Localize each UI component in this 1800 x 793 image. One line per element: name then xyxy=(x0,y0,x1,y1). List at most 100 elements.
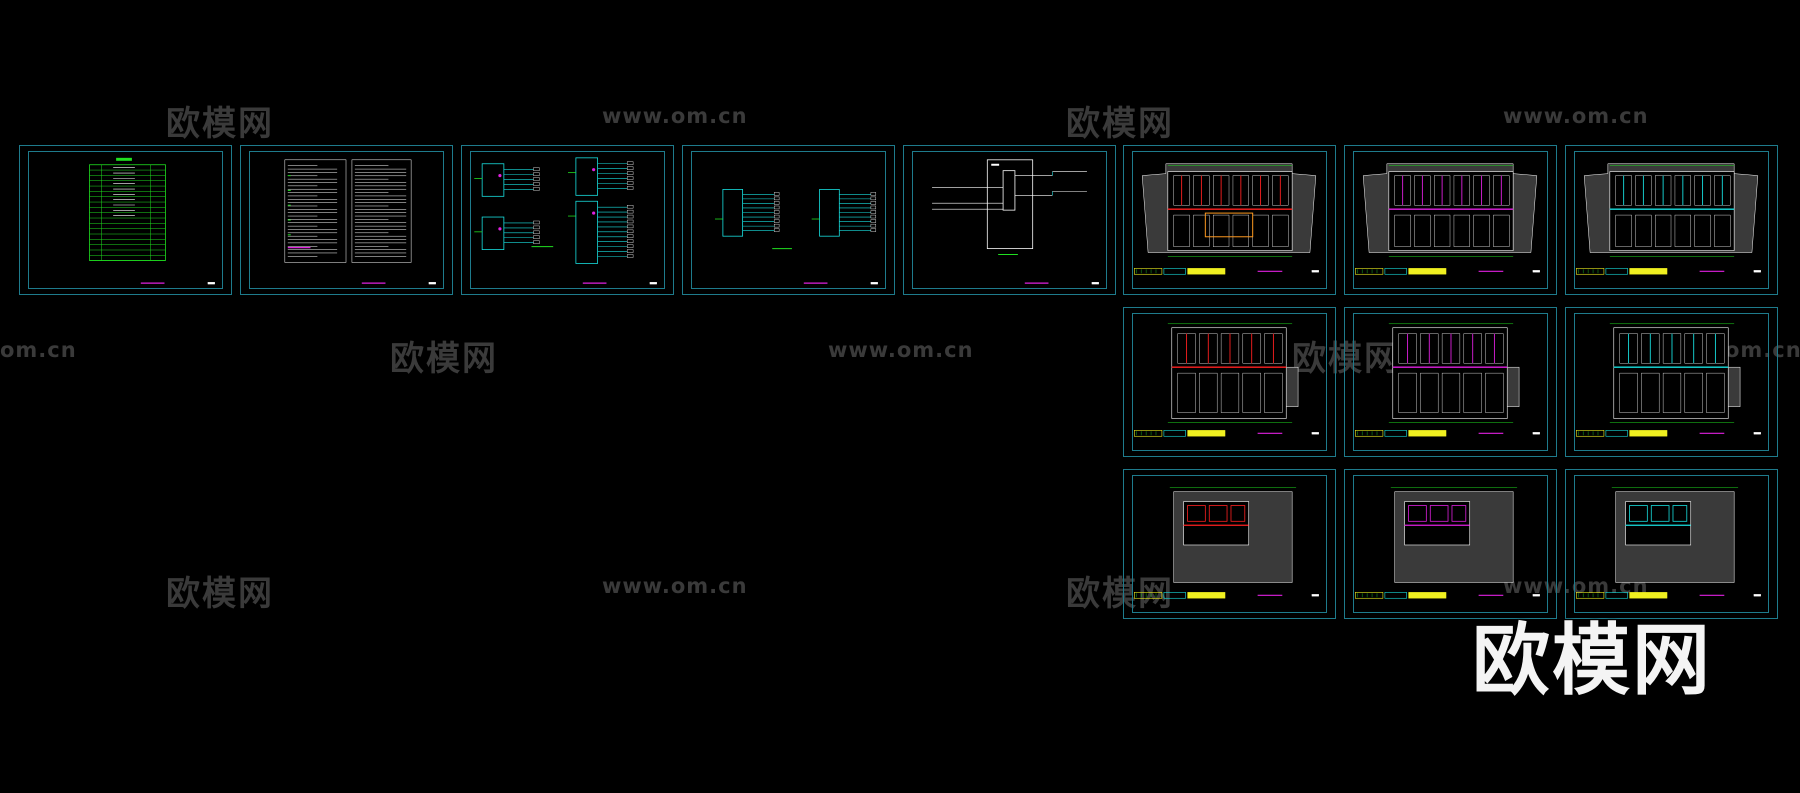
sheet-frame xyxy=(249,151,444,289)
drawing-shape xyxy=(1420,372,1439,413)
drawing-sheet-system-diagram-2[interactable] xyxy=(682,145,895,295)
drawing-shape xyxy=(626,181,634,185)
drawing-shape xyxy=(1388,171,1514,251)
sheet-frame xyxy=(1353,151,1548,289)
drawing-sheet-plan-1-red[interactable] xyxy=(1123,145,1336,295)
drawing-shape xyxy=(773,214,780,219)
drawing-shape xyxy=(1199,372,1218,413)
drawing-shape xyxy=(819,189,840,237)
drawing-shape xyxy=(1220,372,1240,413)
drawing-shape xyxy=(1532,270,1540,273)
drawing-shape xyxy=(626,234,634,238)
drawing-shape xyxy=(533,235,540,239)
drawing-sheet-plan-3-cyan[interactable] xyxy=(1565,469,1778,619)
drawing-shape xyxy=(1311,270,1319,273)
drawing-shape xyxy=(649,282,657,285)
sheet-drawing xyxy=(714,189,878,285)
drawing-shape xyxy=(986,159,1034,250)
sheet-drawing xyxy=(1575,487,1761,599)
drawing-sheet-design-notes[interactable] xyxy=(240,145,453,295)
drawing-shape xyxy=(1605,430,1628,437)
drawing-sheet-plan-2-red[interactable] xyxy=(1123,307,1336,457)
sheet-drawing xyxy=(1133,487,1319,599)
drawing-shape xyxy=(533,167,540,171)
drawing-sheet-equipment-table[interactable] xyxy=(19,145,232,295)
drawing-shape xyxy=(773,201,780,205)
drawing-shape xyxy=(773,219,780,223)
drawing-shape xyxy=(1727,366,1741,407)
drawing-shape xyxy=(1674,214,1691,247)
drawing-shape xyxy=(207,282,215,285)
drawing-sheet-plan-2-magenta[interactable] xyxy=(1344,307,1557,457)
drawing-shape xyxy=(626,205,634,209)
drawing-shape xyxy=(1493,214,1510,247)
drawing-shape xyxy=(626,254,634,258)
drawing-shape xyxy=(1662,372,1682,413)
drawing-shape xyxy=(870,282,878,285)
sheet-drawing xyxy=(474,157,657,285)
drawing-shape xyxy=(1384,268,1407,275)
drawing-sheet-plan-2-cyan[interactable] xyxy=(1565,307,1778,457)
sheet-frame xyxy=(1132,313,1327,451)
drawing-shape xyxy=(1506,366,1520,407)
drawing-shape xyxy=(1615,214,1632,247)
drawing-sheet-plan-1-cyan[interactable] xyxy=(1565,145,1778,295)
drawing-shape xyxy=(533,182,540,186)
watermark-url: www.om.cn xyxy=(828,338,974,362)
table-title xyxy=(116,157,132,161)
drawing-shape xyxy=(626,161,634,165)
watermark-cn: 欧模网 xyxy=(166,574,274,614)
drawing-shape xyxy=(870,201,877,205)
drawing-shape xyxy=(1625,501,1692,546)
sheet-frame xyxy=(470,151,665,289)
drawing-shape xyxy=(626,166,634,170)
drawing-shape xyxy=(626,229,634,234)
drawing-shape xyxy=(870,192,877,196)
drawing-shape xyxy=(773,228,780,232)
drawing-shape xyxy=(1354,430,1384,437)
drawing-shape xyxy=(1441,372,1461,413)
drawing-shape xyxy=(1208,505,1228,522)
drawing-shape xyxy=(1532,594,1540,597)
drawing-shape xyxy=(533,230,540,235)
drawing-shape xyxy=(1629,268,1668,275)
drawing-shape xyxy=(1655,214,1672,247)
drawing-sheet-system-diagram-1[interactable] xyxy=(461,145,674,295)
drawing-shape xyxy=(1684,372,1703,413)
sheet-drawing xyxy=(932,159,1099,285)
drawing-sheet-plan-3-magenta[interactable] xyxy=(1344,469,1557,619)
drawing-shape xyxy=(575,157,598,196)
sheet-frame xyxy=(912,151,1107,289)
sheet-frame xyxy=(1353,313,1548,451)
drawing-shape xyxy=(1641,372,1660,413)
drawing-shape xyxy=(1694,214,1711,247)
drawing-shape xyxy=(1193,214,1210,247)
sheet-frame xyxy=(1132,151,1327,289)
drawing-shape xyxy=(1133,592,1163,599)
drawing-sheet-plan-3-red[interactable] xyxy=(1123,469,1336,619)
sheet-frame xyxy=(1574,151,1769,289)
watermark-logo-large: 欧模网 xyxy=(1472,616,1713,706)
drawing-shape xyxy=(533,220,540,225)
drawing-shape xyxy=(533,177,540,181)
watermark-url-cropped: om.cn xyxy=(0,338,77,362)
drawing-shape xyxy=(575,200,598,264)
drawing-shape xyxy=(773,223,780,228)
drawing-shape xyxy=(1629,505,1648,522)
drawing-node xyxy=(592,211,596,215)
drawing-shape xyxy=(1091,282,1099,285)
watermark-cn: 欧模网 xyxy=(1066,104,1174,144)
watermark-url: www.om.cn xyxy=(602,574,748,598)
drawing-shape xyxy=(1187,268,1226,275)
sheet-drawing xyxy=(1133,163,1319,275)
drawing-shape xyxy=(1706,372,1725,413)
sheet-drawing xyxy=(89,157,215,285)
drawing-sheet-block-diagram[interactable] xyxy=(903,145,1116,295)
drawing-shape xyxy=(991,163,1000,166)
drawing-sheet-plan-1-magenta[interactable] xyxy=(1344,145,1557,295)
drawing-shape xyxy=(1485,372,1504,413)
sheet-drawing xyxy=(284,159,436,285)
drawing-shape xyxy=(1408,505,1427,522)
drawing-shape xyxy=(1187,505,1206,522)
drawing-shape xyxy=(1408,430,1447,437)
